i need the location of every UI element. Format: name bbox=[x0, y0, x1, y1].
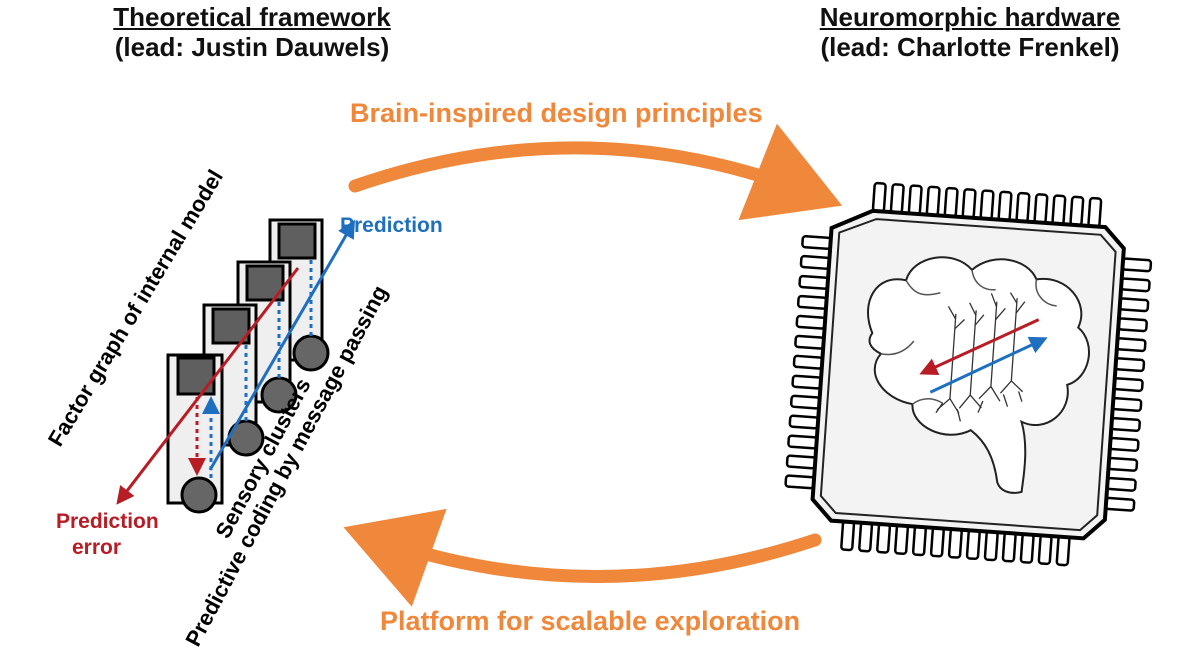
chip-pin bbox=[787, 434, 818, 450]
prediction-error-label-line1: Prediction bbox=[56, 510, 159, 533]
chip-pin bbox=[785, 454, 817, 470]
chip-pin bbox=[796, 294, 828, 310]
chip-pin bbox=[795, 314, 827, 330]
chip-pin bbox=[1108, 436, 1140, 452]
chip-pin bbox=[893, 524, 910, 556]
chip-pin bbox=[1015, 191, 1031, 223]
chip-pin bbox=[929, 526, 945, 558]
chip-pin bbox=[907, 184, 923, 216]
chip-pin bbox=[1069, 195, 1085, 227]
chip-red-arrow bbox=[919, 318, 1040, 376]
chip-pin bbox=[789, 394, 821, 410]
chip-pin bbox=[1119, 277, 1151, 293]
chip-pin bbox=[1115, 337, 1147, 353]
chip-pin bbox=[788, 414, 820, 430]
chip-pin bbox=[1118, 297, 1150, 313]
chip-pin bbox=[979, 189, 995, 221]
chip-pin bbox=[889, 183, 905, 214]
chip-pin bbox=[961, 188, 977, 219]
chip-pin bbox=[1110, 416, 1141, 432]
chip-pin bbox=[1112, 377, 1144, 393]
chip-pin bbox=[1037, 534, 1053, 566]
chip-pin bbox=[799, 254, 831, 270]
right-header: Neuromorphic hardware (lead: Charlotte F… bbox=[760, 2, 1178, 62]
chip-pin bbox=[791, 374, 823, 390]
factor-graph-stack bbox=[116, 218, 356, 514]
chip-pin bbox=[840, 520, 856, 552]
chip-pin bbox=[876, 522, 892, 554]
chip-pin bbox=[1105, 476, 1137, 492]
neuron-drawing bbox=[935, 292, 1026, 422]
chip-pin bbox=[784, 474, 816, 490]
chip-pin bbox=[911, 525, 927, 557]
chip-pin bbox=[871, 181, 887, 213]
chip-pin bbox=[1121, 257, 1153, 273]
chip-pin bbox=[801, 234, 832, 250]
chip-pin bbox=[794, 334, 825, 350]
chip-pin bbox=[858, 521, 874, 553]
chip-pin bbox=[925, 185, 941, 217]
left-header-lead: (lead: Justin Dauwels) bbox=[114, 32, 390, 62]
right-header-lead: (lead: Charlotte Frenkel) bbox=[820, 32, 1120, 62]
chip bbox=[784, 181, 1153, 567]
prediction-error-arrow bbox=[116, 267, 300, 505]
prediction-label: Prediction bbox=[340, 214, 443, 237]
chip-pins-top bbox=[871, 181, 1103, 228]
chip-pin bbox=[792, 354, 824, 370]
chip-pin bbox=[1104, 496, 1136, 512]
top-arrow-label: Brain-inspired design principles bbox=[350, 98, 763, 128]
chip-blue-arrow bbox=[929, 336, 1048, 394]
chip-pin bbox=[1117, 317, 1148, 333]
chip-pin bbox=[965, 529, 981, 561]
chip-pin bbox=[947, 528, 963, 559]
top-curved-arrow bbox=[348, 123, 843, 221]
bottom-arrow-label: Platform for scalable exploration bbox=[380, 606, 801, 636]
chip-pin bbox=[798, 274, 830, 290]
right-header-title: Neuromorphic hardware bbox=[819, 2, 1121, 32]
chip-pin bbox=[1107, 456, 1139, 472]
chip-pin bbox=[997, 190, 1013, 222]
chip-pin bbox=[1033, 193, 1049, 224]
chip-pin bbox=[1019, 533, 1035, 564]
chip-pin bbox=[1001, 531, 1017, 563]
brain-outline bbox=[867, 256, 1090, 494]
chip-pin bbox=[1055, 535, 1071, 567]
bottom-curved-arrow bbox=[343, 508, 822, 607]
prediction-error-label-line2: error bbox=[72, 536, 121, 559]
left-header-title: Theoretical framework bbox=[113, 2, 391, 32]
prediction-arrow bbox=[208, 219, 356, 471]
chip-pin bbox=[1051, 194, 1067, 226]
chip-pin bbox=[943, 186, 959, 218]
chip-pin bbox=[983, 530, 999, 562]
chip-pin bbox=[1114, 357, 1146, 373]
chip-pin bbox=[1087, 196, 1103, 228]
left-header: Theoretical framework (lead: Justin Dauw… bbox=[42, 2, 462, 62]
chip-pin bbox=[1111, 397, 1143, 413]
